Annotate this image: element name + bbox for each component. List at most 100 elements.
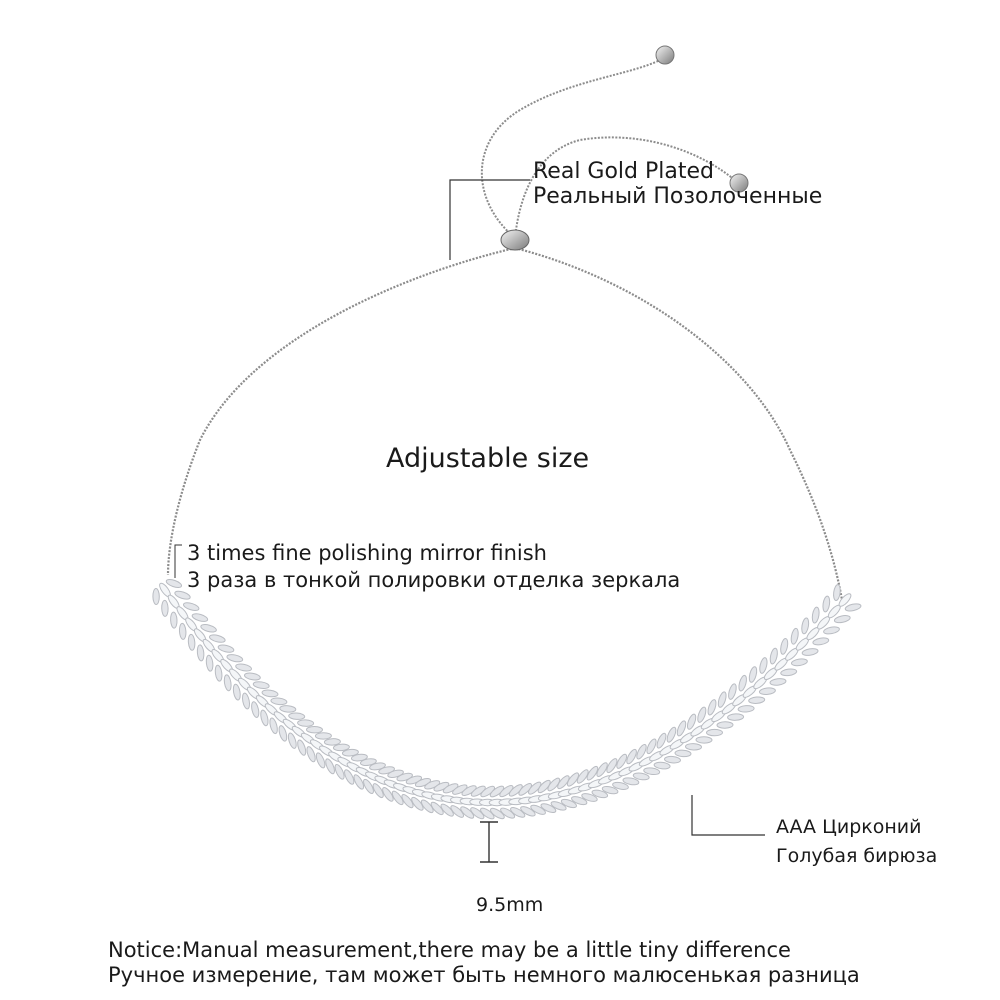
zircon-stone	[530, 804, 546, 815]
zircon-stone	[520, 806, 536, 817]
zircon-stone	[243, 672, 261, 681]
zircon-stone	[510, 807, 526, 818]
zircon-stone	[306, 746, 316, 763]
width-marker	[480, 821, 498, 863]
zircon-stone	[480, 807, 495, 820]
zircon-stone	[812, 637, 830, 646]
zircon-stone	[178, 622, 187, 640]
zircon-stone	[205, 654, 214, 672]
zircon-stone	[196, 644, 205, 662]
zircon-stone	[165, 579, 183, 588]
zircon-stone	[209, 634, 226, 643]
zircon-stone	[664, 755, 681, 764]
zircon-stone	[182, 602, 200, 611]
zircon-stone	[217, 644, 235, 653]
notice-label-en: Notice:Manual measurement,there may be a…	[108, 938, 791, 962]
zircon-stone	[170, 611, 178, 629]
zircon-stone	[430, 801, 444, 816]
zircon-stone	[460, 806, 475, 819]
zircon-stone	[341, 748, 359, 757]
zircon-stone	[727, 713, 745, 721]
polishing-label-ru: 3 раза в тонкой полировки отделка зеркал…	[187, 568, 681, 592]
zircon-stone	[261, 689, 279, 698]
zircon-stone	[382, 787, 394, 802]
chain-loop	[166, 246, 516, 576]
chain-tail-right	[514, 136, 738, 239]
zircon-stone	[790, 627, 799, 645]
zircon-stone	[769, 647, 778, 665]
zircon-stone	[287, 732, 297, 749]
zircon-stone	[636, 743, 647, 760]
zircon-stone	[270, 697, 288, 706]
zircon-stone	[626, 748, 637, 765]
zircon-stone	[596, 762, 608, 777]
width-label: 9.5mm	[476, 894, 544, 916]
zircon-stone	[278, 725, 288, 742]
zircon-stone	[716, 721, 734, 729]
zircon-stone	[500, 807, 516, 819]
zircon-stone	[822, 595, 831, 613]
zircon-label-en: AAA Цирконий	[776, 816, 922, 838]
zircon-label-ru: Голубая бирюза	[776, 845, 938, 867]
zircon-stone	[288, 712, 306, 720]
zircon-stone	[452, 784, 468, 795]
zircon-stone	[695, 736, 713, 744]
callout-line-polish	[174, 544, 182, 578]
zircon-stone	[656, 732, 667, 749]
zircon-stone	[738, 674, 747, 692]
zircon-stone	[547, 777, 561, 792]
zircon-stone	[251, 701, 260, 718]
adjustable-size-label: Adjustable size	[386, 443, 590, 474]
zircon-stone	[622, 777, 640, 786]
zircon-stone	[200, 624, 217, 633]
zircon-stone	[838, 593, 852, 607]
zircon-stone	[350, 753, 368, 762]
zircon-stone	[686, 713, 697, 730]
zircon-stone	[811, 606, 820, 624]
zircon-stone	[581, 793, 598, 802]
zircon-stone	[470, 807, 485, 820]
zircon-stone	[187, 633, 196, 651]
zircon-stone	[759, 657, 768, 674]
zircon-stone	[518, 783, 533, 796]
zircon-stone	[391, 790, 404, 806]
zircon-stone	[235, 663, 252, 672]
zircon-stone	[232, 683, 241, 701]
zircon-stone	[359, 758, 377, 766]
zircon-stone	[737, 705, 755, 713]
zircon-stone	[606, 758, 618, 774]
zircon-stone	[489, 785, 505, 798]
zircon-stone	[685, 743, 702, 751]
zircon-stone	[612, 781, 629, 790]
zircon-stone	[528, 781, 542, 795]
zircon-stone	[260, 709, 269, 727]
zircon-stone	[152, 588, 160, 605]
zircon-stone	[411, 796, 424, 811]
zircon-stone	[674, 749, 692, 758]
zircon-stone	[363, 778, 374, 794]
zircon-stone	[653, 761, 671, 770]
zircon-stone	[401, 794, 414, 809]
zircon-stone	[369, 762, 386, 771]
zircon-stone	[560, 798, 577, 809]
zircon-stone	[508, 784, 523, 797]
zircon-stone	[537, 779, 551, 794]
zircon-stone	[833, 615, 851, 624]
zircon-stone	[334, 763, 345, 780]
zircon-stone	[325, 758, 335, 775]
zircon-stone	[433, 781, 450, 792]
zircon-stone	[420, 799, 434, 814]
zircon-stone	[461, 785, 477, 796]
zircon-stone	[440, 803, 454, 817]
zircon-stone	[557, 775, 570, 790]
zircon-stone	[226, 654, 244, 663]
zircon-stone	[646, 738, 657, 755]
zircon-stone	[405, 775, 423, 785]
zircon-stone	[844, 603, 862, 612]
zircon-stone	[697, 706, 707, 723]
callout-line-gold	[449, 179, 530, 260]
zircon-stone	[801, 617, 810, 635]
zircon-stone	[769, 678, 787, 686]
zircon-stone	[748, 666, 758, 683]
